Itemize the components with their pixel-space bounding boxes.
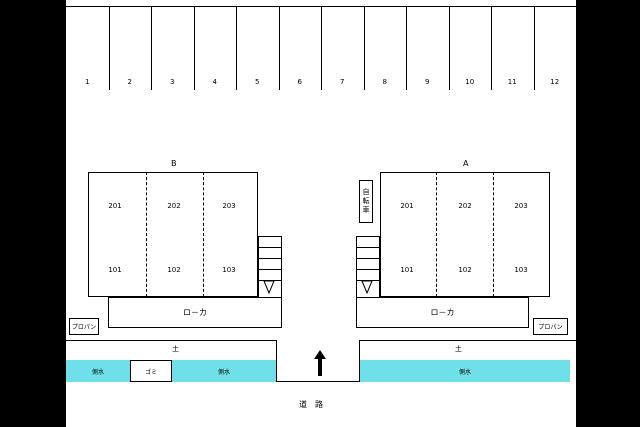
building-b-room-203: 203 xyxy=(222,202,236,210)
parking-divider xyxy=(236,6,237,90)
building-b-room-101: 101 xyxy=(108,266,122,274)
building-a xyxy=(380,172,550,297)
parking-divider xyxy=(491,6,492,90)
building-a-corridor-label: ロ－カ xyxy=(430,308,455,317)
parking-space-label: 7 xyxy=(340,78,345,86)
building-a-divider-2 xyxy=(493,172,494,297)
building-a-stairs xyxy=(356,236,380,298)
building-b-divider-1 xyxy=(146,172,147,297)
building-b-corridor-label: ロ－カ xyxy=(183,308,207,317)
parking-space-label: 12 xyxy=(550,78,560,86)
bicycle-parking: 自転車 xyxy=(359,180,373,223)
building-a-stair-mark xyxy=(361,280,373,294)
parking-divider xyxy=(278,6,280,90)
building-b-stair-mark xyxy=(263,280,275,294)
parking-divider xyxy=(321,6,322,90)
drain-right-label: 側水 xyxy=(458,368,471,376)
drain-left-2: 側水 xyxy=(172,360,276,382)
drain-right: 側水 xyxy=(360,360,570,382)
propane-left: プロパン xyxy=(69,318,99,335)
drain-left-1: 側水 xyxy=(66,360,130,382)
building-a-room-101: 101 xyxy=(400,266,414,274)
bicycle-label: 自転車 xyxy=(362,188,370,215)
garbage-area: ゴミ xyxy=(130,360,172,382)
building-b-corridor: ロ－カ xyxy=(108,297,282,328)
parking-space-label: 5 xyxy=(255,78,260,86)
parking-space-label: 2 xyxy=(127,78,132,86)
parking-divider xyxy=(406,6,407,90)
building-b-stairs xyxy=(258,236,282,298)
building-b-room-201: 201 xyxy=(108,202,122,210)
ground-right-line xyxy=(360,340,576,341)
parking-space-label: 4 xyxy=(212,78,217,86)
parking-space-label: 1 xyxy=(85,78,90,86)
building-b-room-202: 202 xyxy=(167,202,181,210)
building-a-room-201: 201 xyxy=(400,202,414,210)
ground-left-label: 土 xyxy=(172,345,179,353)
building-b xyxy=(88,172,258,297)
drain-left-1-label: 側水 xyxy=(91,368,104,376)
propane-right: プロパン xyxy=(533,318,568,335)
parking-divider xyxy=(108,6,110,90)
propane-left-label: プロパン xyxy=(71,324,97,331)
building-a-room-202: 202 xyxy=(458,202,472,210)
building-a-corridor: ロ－カ xyxy=(356,297,529,328)
parking-space-label: 11 xyxy=(507,78,517,86)
parking-space-label: 8 xyxy=(382,78,387,86)
parking-space-label: 3 xyxy=(170,78,175,86)
ground-right-label: 土 xyxy=(455,345,462,353)
propane-right-label: プロパン xyxy=(538,324,563,331)
ground-left-line xyxy=(66,340,276,341)
building-b-room-103: 103 xyxy=(222,266,236,274)
garbage-label: ゴミ xyxy=(144,368,157,376)
drain-left-2-label: 側水 xyxy=(217,368,230,376)
building-b-label: B xyxy=(171,159,177,168)
building-a-divider-1 xyxy=(436,172,437,297)
arrow-up-icon xyxy=(314,350,326,376)
parking-divider xyxy=(533,6,535,90)
parking-divider xyxy=(151,6,152,90)
building-a-room-102: 102 xyxy=(458,266,472,274)
parking-space-label: 9 xyxy=(425,78,430,86)
building-b-divider-2 xyxy=(203,172,204,297)
building-a-room-203: 203 xyxy=(514,202,528,210)
entrance xyxy=(276,340,360,382)
parking-divider xyxy=(193,6,195,90)
parking-divider xyxy=(363,6,365,90)
road-label: 道 路 xyxy=(299,400,323,409)
parking-space-label: 10 xyxy=(465,78,475,86)
building-a-label: A xyxy=(463,159,469,168)
parking-divider xyxy=(448,6,450,90)
building-a-room-103: 103 xyxy=(514,266,528,274)
parking-space-label: 6 xyxy=(297,78,302,86)
building-b-room-102: 102 xyxy=(167,266,181,274)
